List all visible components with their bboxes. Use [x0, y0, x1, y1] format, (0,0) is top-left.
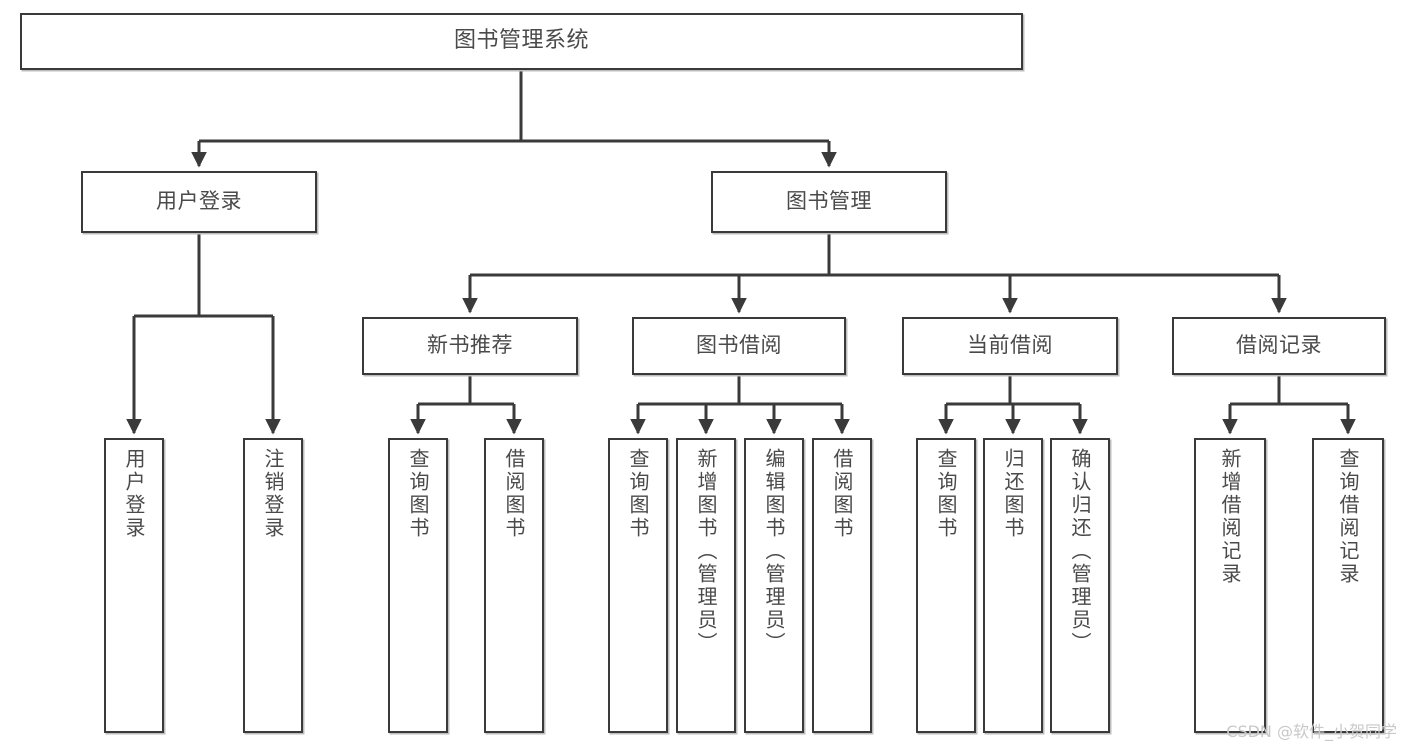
node-leaf-query-borrow-record[interactable]: 查询借阅记录	[1312, 438, 1384, 733]
node-label: 图书管理系统	[453, 28, 589, 54]
watermark-text: CSDN @软件_小贺同学	[1226, 722, 1397, 741]
node-label: 查询图书	[406, 448, 430, 540]
node-label: 新书推荐	[427, 333, 513, 358]
node-leaf-query-book-borrow[interactable]: 查询图书	[608, 438, 668, 733]
node-root-system[interactable]: 图书管理系统	[20, 13, 1023, 70]
node-leaf-confirm-return-admin[interactable]: 确认归还（管理员）	[1050, 438, 1110, 733]
node-new-book-recommend[interactable]: 新书推荐	[362, 317, 578, 375]
node-label: 查询借阅记录	[1336, 448, 1360, 586]
node-label: 新增图书（管理员）	[694, 448, 718, 655]
node-label: 归还图书	[1001, 448, 1025, 540]
node-label: 当前借阅	[967, 333, 1053, 358]
node-label: 借阅图书	[502, 448, 526, 540]
node-label: 借阅图书	[830, 448, 854, 540]
node-book-management[interactable]: 图书管理	[711, 171, 947, 233]
node-user-login[interactable]: 用户登录	[81, 171, 317, 233]
node-label: 确认归还（管理员）	[1068, 448, 1092, 655]
node-label: 借阅记录	[1236, 333, 1322, 358]
node-label: 查询图书	[934, 448, 958, 540]
node-borrow-record[interactable]: 借阅记录	[1172, 317, 1386, 375]
node-leaf-return-book[interactable]: 归还图书	[983, 438, 1043, 733]
node-label: 图书借阅	[696, 333, 782, 358]
node-label: 图书管理	[786, 189, 872, 214]
node-leaf-add-borrow-record[interactable]: 新增借阅记录	[1194, 438, 1266, 733]
node-leaf-query-book-current[interactable]: 查询图书	[916, 438, 976, 733]
node-label: 用户登录	[156, 189, 242, 214]
node-leaf-borrow-book-recommend[interactable]: 借阅图书	[484, 438, 544, 733]
node-leaf-edit-book-admin[interactable]: 编辑图书（管理员）	[744, 438, 804, 733]
node-leaf-borrow-book[interactable]: 借阅图书	[812, 438, 872, 733]
node-leaf-user-login[interactable]: 用户登录	[104, 438, 164, 733]
node-book-borrow[interactable]: 图书借阅	[632, 317, 846, 375]
node-leaf-query-book-recommend[interactable]: 查询图书	[388, 438, 448, 733]
node-leaf-add-book-admin[interactable]: 新增图书（管理员）	[676, 438, 736, 733]
node-leaf-logout[interactable]: 注销登录	[243, 438, 303, 733]
node-current-borrow[interactable]: 当前借阅	[902, 317, 1118, 375]
node-label: 编辑图书（管理员）	[762, 448, 786, 655]
node-label: 注销登录	[261, 448, 285, 540]
node-label: 新增借阅记录	[1218, 448, 1242, 586]
node-label: 查询图书	[626, 448, 650, 540]
node-label: 用户登录	[122, 448, 146, 540]
